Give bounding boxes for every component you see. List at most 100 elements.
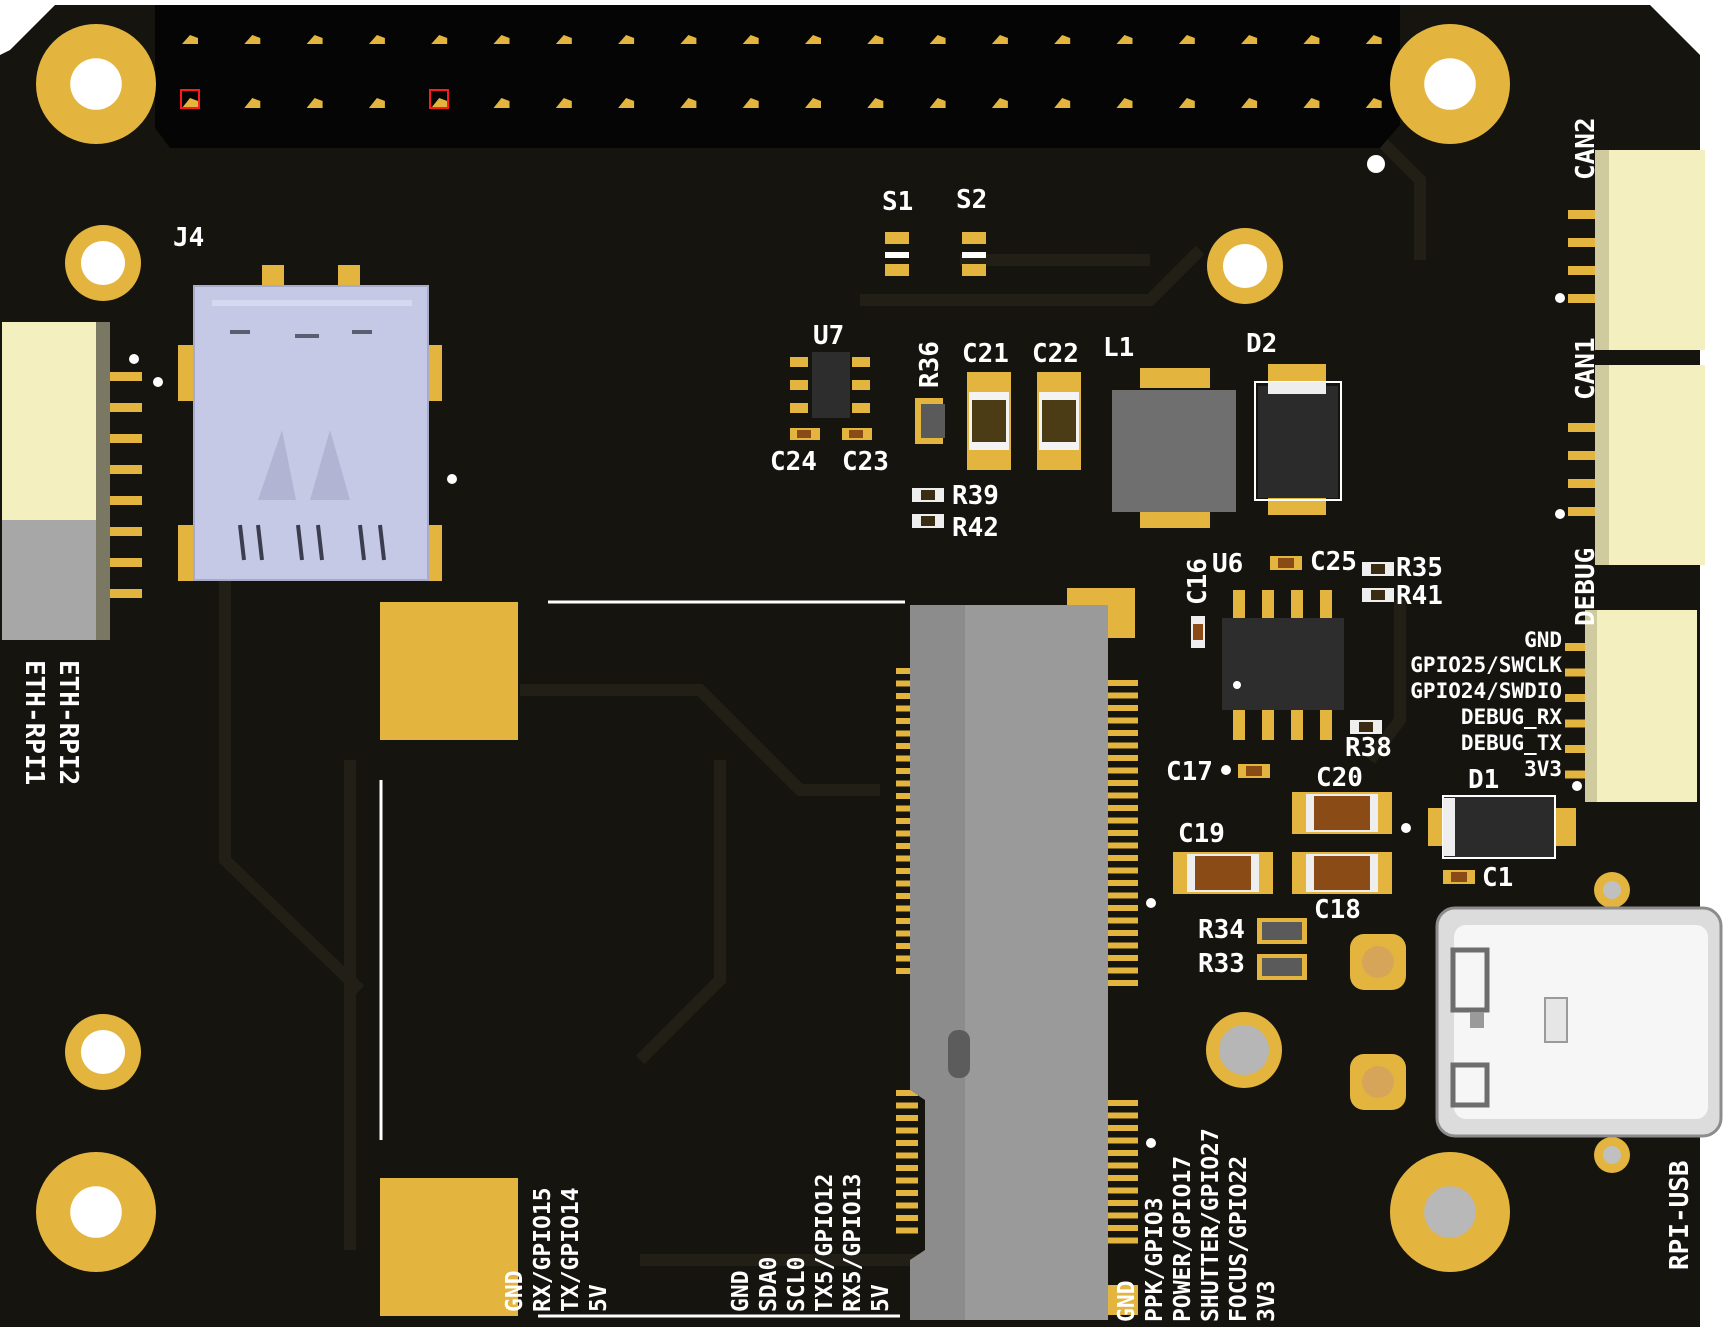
connector-pin (1568, 210, 1604, 219)
m2-pin (1108, 917, 1138, 924)
via-dot (1221, 765, 1231, 775)
label-s1: S1 (882, 187, 913, 217)
mounting-hole-drill (1222, 243, 1268, 289)
capacitor-c25 (1270, 556, 1302, 570)
m2-pin (1108, 980, 1138, 986)
label-c23: C23 (842, 447, 889, 477)
m2-pin (1108, 855, 1138, 861)
m2-pin (1108, 755, 1138, 761)
pin-marker (429, 89, 449, 109)
header-pin (493, 98, 510, 108)
header-pin (182, 35, 198, 44)
m2-pad (1108, 1285, 1138, 1315)
switch-s2 (962, 232, 986, 276)
connector-pin (108, 558, 142, 567)
connector-pin (1568, 507, 1604, 516)
m2-pin (896, 880, 918, 887)
m2-pin (896, 930, 918, 937)
m2-pin (896, 830, 918, 837)
header-pin (805, 98, 821, 108)
mounting-hole-drill (1424, 1186, 1476, 1238)
m2-pin (896, 1190, 918, 1196)
header-pin (1178, 35, 1195, 44)
header-pin (1116, 35, 1133, 44)
m2-pin (896, 768, 918, 774)
m2-pin (1108, 1162, 1138, 1169)
connector-pin (108, 465, 142, 474)
m2-pin (1108, 1112, 1138, 1119)
m2-pin (896, 718, 918, 724)
header-pin (1054, 35, 1071, 44)
label-eth-rpi2: ETH-RPI2 (53, 660, 83, 785)
label-s2: S2 (956, 185, 987, 215)
label-debug: DEBUG (1571, 548, 1601, 626)
header-pin (867, 98, 884, 108)
m2-pin (896, 793, 918, 799)
header-pin (1303, 98, 1320, 108)
debug-pin-label: DEBUG_RX (1461, 705, 1563, 729)
pin1-marker (180, 89, 200, 109)
inductor-l1 (1112, 368, 1236, 528)
m2-pin (896, 693, 918, 699)
pin-label: GND (502, 1270, 528, 1312)
debug-pin-labels: GND GPIO25/SWCLK GPIO24/SWDIO DEBUG_RX D… (1410, 628, 1562, 781)
capacitor-c16 (1191, 616, 1205, 648)
header-pin (1303, 35, 1320, 44)
label-j4: J4 (173, 223, 204, 253)
connector-pin (1565, 745, 1591, 753)
header-pin (742, 98, 759, 108)
j4-sd-card-socket (178, 265, 442, 581)
eth-connector (2, 322, 142, 640)
can1-connector (1568, 365, 1705, 565)
switch-s1 (885, 232, 909, 276)
chip-pin (1233, 590, 1245, 618)
header-pin (368, 35, 385, 44)
m2-pin (1108, 1237, 1138, 1244)
m2-pin (896, 1090, 918, 1096)
header-pin (244, 98, 261, 108)
header-pin (182, 98, 198, 108)
debug-pin-label: 3V3 (1524, 757, 1562, 781)
resistor-r35 (1362, 562, 1394, 576)
m2-pin (896, 668, 918, 674)
chip-pin (1262, 710, 1274, 740)
m2-pin (1108, 792, 1138, 799)
m2-pin (1108, 905, 1138, 911)
m2-pin (1108, 692, 1138, 699)
debug-pin-label: GND (1524, 628, 1562, 652)
m2-pin (1108, 817, 1138, 824)
debug-pin-label: GPIO25/SWCLK (1410, 653, 1562, 677)
connector-pin (108, 527, 142, 536)
label-c18: C18 (1314, 895, 1361, 925)
m2-pin (896, 818, 918, 824)
header-pin (306, 35, 323, 44)
mounting-hole-drill (80, 1029, 126, 1075)
header-pin (1365, 98, 1382, 108)
chip-pin (1262, 590, 1274, 618)
header-pin (431, 98, 448, 108)
connector-pin (1568, 451, 1604, 460)
via-dot (1367, 155, 1385, 173)
debug-pin-label: DEBUG_TX (1461, 731, 1563, 755)
board-outline-silk (379, 600, 905, 1318)
silkscreen-labels: J4 S1 S2 U7 R36 C21 C22 L1 D2 C24 C23 R3… (19, 117, 1695, 1270)
chip-pin (1320, 590, 1332, 618)
label-c20: C20 (1316, 763, 1363, 793)
m2-pin (896, 918, 918, 924)
header-pin (1241, 98, 1258, 108)
pin-label: TX5/GPIO12 (812, 1174, 838, 1312)
m2-pin (1108, 680, 1138, 686)
mounting-hole-drill (70, 1186, 122, 1238)
label-r38: R38 (1345, 733, 1392, 763)
chip-u6 (1222, 590, 1344, 740)
pin-label: 3V3 (1254, 1280, 1280, 1322)
m2-pin (1108, 942, 1138, 949)
m2-pin (896, 1177, 918, 1184)
header-pin (680, 35, 697, 44)
resistor-r38 (1350, 720, 1382, 734)
mounting-hole-drill (1424, 58, 1476, 110)
connector-pin (1568, 423, 1604, 432)
m2-pin (1108, 1100, 1138, 1106)
connector-pin (1565, 770, 1591, 779)
